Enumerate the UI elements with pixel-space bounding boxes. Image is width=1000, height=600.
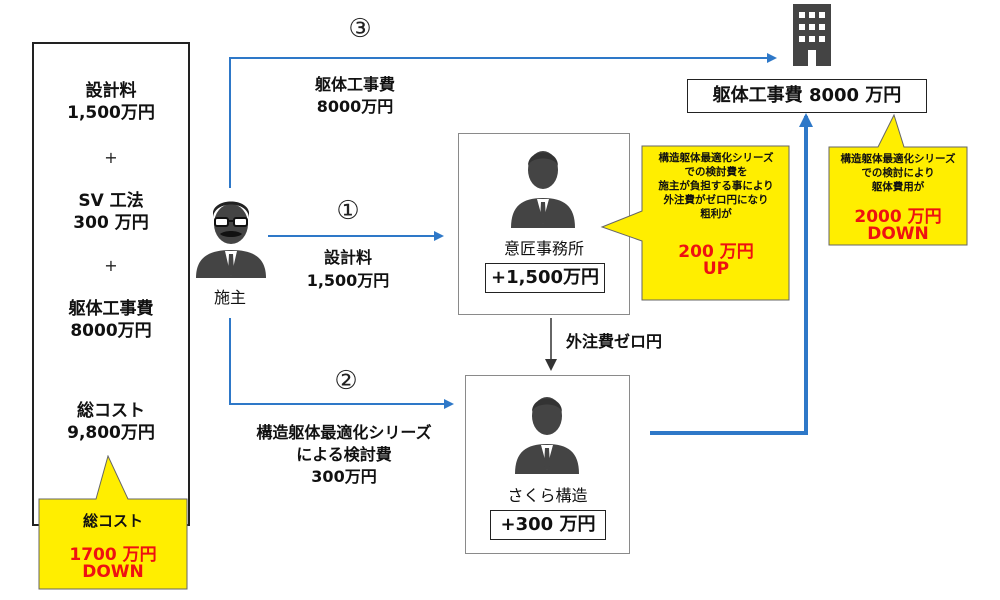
- design-callout-line1: 構造躯体最適化シリーズ: [658, 152, 774, 164]
- client-person-icon: [196, 201, 266, 278]
- flow1-marker: ①: [336, 196, 360, 226]
- design-callout-line2: での検討費を: [684, 166, 748, 178]
- outsourcing-zero-label: 外注費ゼロ円: [566, 332, 663, 351]
- flow1-label-line2: 1,500万円: [306, 271, 390, 290]
- building-callout-amount: 2000 万円: [854, 207, 942, 227]
- building-callout: 構造躯体最適化シリーズ での検討により 躯体費用が 2000 万円 DOWN: [828, 150, 968, 246]
- design-callout-amount: 200 万円: [678, 242, 754, 262]
- sakura-to-building-arrow: [650, 113, 813, 435]
- building-callout-down: DOWN: [867, 224, 929, 244]
- sv-method-value: 300 万円: [73, 213, 149, 233]
- flow3-label-line2: 8000万円: [316, 97, 394, 116]
- plus-sign: +: [104, 256, 118, 275]
- building-callout-line3: 躯体費用が: [871, 181, 925, 193]
- flow2-label-line3: 300万円: [311, 467, 377, 486]
- design-office-name: 意匠事務所: [503, 239, 584, 258]
- design-callout-line4: 外注費がゼロ円になり: [663, 194, 769, 206]
- sakura-panel: さくら構造 +300 万円: [465, 375, 630, 554]
- client-label: 施主: [213, 288, 246, 307]
- building-icon: [793, 4, 831, 66]
- flow2-marker: ②: [334, 366, 358, 396]
- sv-method-label: SV 工法: [78, 191, 144, 211]
- flow2-label-line1: 構造躯体最適化シリーズ: [256, 423, 432, 442]
- design-callout-shape: [600, 145, 790, 301]
- design-office-value: +1,500万円: [485, 263, 605, 293]
- flow3-marker: ③: [348, 14, 372, 44]
- building-callout-line2: での検討により: [861, 167, 935, 179]
- total-callout-label: 総コスト: [82, 512, 143, 530]
- design-callout-up: UP: [702, 259, 730, 279]
- cost-summary-box: 設計料 1,500万円 + SV 工法 300 万円 + 躯体工事費 8000万…: [32, 42, 190, 526]
- sakura-person-icon: [515, 397, 579, 474]
- design-fee-label: 設計料: [85, 81, 137, 101]
- flow1-label-line1: 設計料: [323, 248, 372, 267]
- body-construction-label: 躯体工事費: [68, 299, 154, 319]
- design-callout: 構造躯体最適化シリーズ での検討費を 施主が負担する事により 外注費がゼロ円にな…: [642, 149, 790, 299]
- total-cost-label: 総コスト: [77, 401, 145, 421]
- design-office-person-icon: [511, 151, 575, 228]
- total-callout-shape: [38, 455, 188, 590]
- sakura-value: +300 万円: [490, 510, 606, 540]
- flow2-arrow: [229, 318, 454, 409]
- body-construction-value: 8000万円: [70, 321, 152, 341]
- plus-sign: +: [104, 148, 118, 167]
- total-cost-value: 9,800万円: [67, 423, 155, 443]
- total-callout-down: DOWN: [82, 562, 144, 582]
- design-fee-value: 1,500万円: [67, 103, 155, 123]
- building-cost-label: 躯体工事費 8000 万円: [687, 79, 927, 113]
- design-callout-line5: 粗利が: [700, 208, 732, 220]
- design-office-panel: 意匠事務所 +1,500万円: [458, 133, 630, 315]
- total-callout: 総コスト 1700 万円 DOWN: [38, 508, 188, 588]
- total-callout-amount: 1700 万円: [69, 545, 157, 565]
- design-callout-line3: 施主が負担する事により: [658, 180, 774, 192]
- building-callout-shape: [828, 114, 968, 246]
- building-callout-line1: 構造躯体最適化シリーズ: [840, 153, 956, 165]
- flow3-arrow: [229, 53, 777, 188]
- flow3-label-line1: 躯体工事費: [314, 75, 395, 94]
- sakura-name: さくら構造: [507, 486, 588, 505]
- flow2-label-line2: による検討費: [296, 445, 392, 464]
